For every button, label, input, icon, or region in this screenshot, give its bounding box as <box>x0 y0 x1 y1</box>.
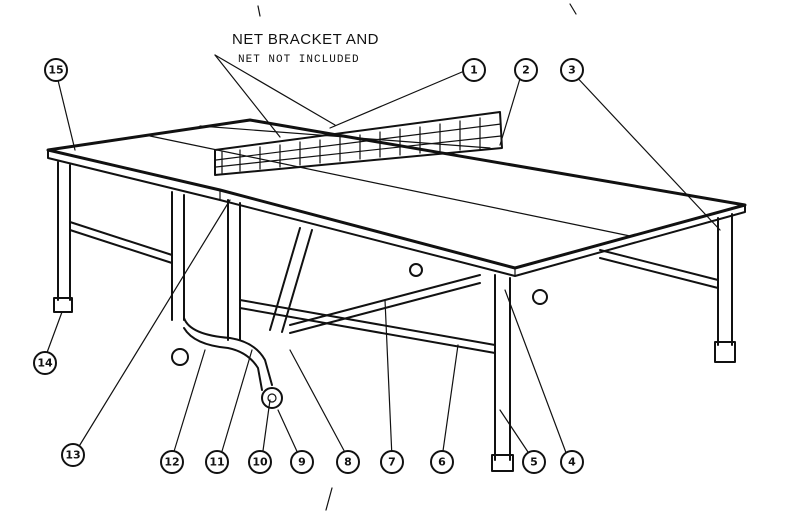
callout-15: 15 <box>44 58 68 82</box>
svg-text:14: 14 <box>37 357 53 370</box>
callout-1: 1 <box>462 58 486 82</box>
note-line-1: NET BRACKET AND <box>232 31 379 48</box>
svg-text:7: 7 <box>388 456 396 469</box>
svg-text:15: 15 <box>48 64 63 77</box>
svg-text:13: 13 <box>65 449 80 462</box>
svg-text:8: 8 <box>344 456 352 469</box>
svg-text:4: 4 <box>568 456 576 469</box>
svg-text:10: 10 <box>252 456 268 469</box>
callout-10: 10 <box>248 450 272 474</box>
callout-4: 4 <box>560 450 584 474</box>
callout-2: 2 <box>514 58 538 82</box>
callout-14: 14 <box>33 351 57 375</box>
callout-12: 12 <box>160 450 184 474</box>
legs <box>53 161 736 472</box>
callout-8: 8 <box>336 450 360 474</box>
callout-3: 3 <box>560 58 584 82</box>
svg-text:12: 12 <box>164 456 179 469</box>
callout-9: 9 <box>290 450 314 474</box>
casters <box>171 263 548 409</box>
svg-text:2: 2 <box>522 64 530 77</box>
svg-text:6: 6 <box>438 456 446 469</box>
callout-13: 13 <box>61 443 85 467</box>
svg-text:11: 11 <box>209 456 224 469</box>
callout-7: 7 <box>380 450 404 474</box>
svg-text:9: 9 <box>298 456 306 469</box>
callout-5: 5 <box>522 450 546 474</box>
callout-6: 6 <box>430 450 454 474</box>
table-top <box>46 118 747 277</box>
note-line-2: NET NOT INCLUDED <box>238 54 360 66</box>
svg-text:3: 3 <box>568 64 576 77</box>
svg-text:5: 5 <box>530 456 538 469</box>
scan-marks <box>257 3 577 511</box>
leader-lines <box>44 54 721 459</box>
callout-11: 11 <box>205 450 229 474</box>
svg-text:1: 1 <box>470 64 478 77</box>
net <box>214 111 503 176</box>
braces <box>69 221 719 391</box>
